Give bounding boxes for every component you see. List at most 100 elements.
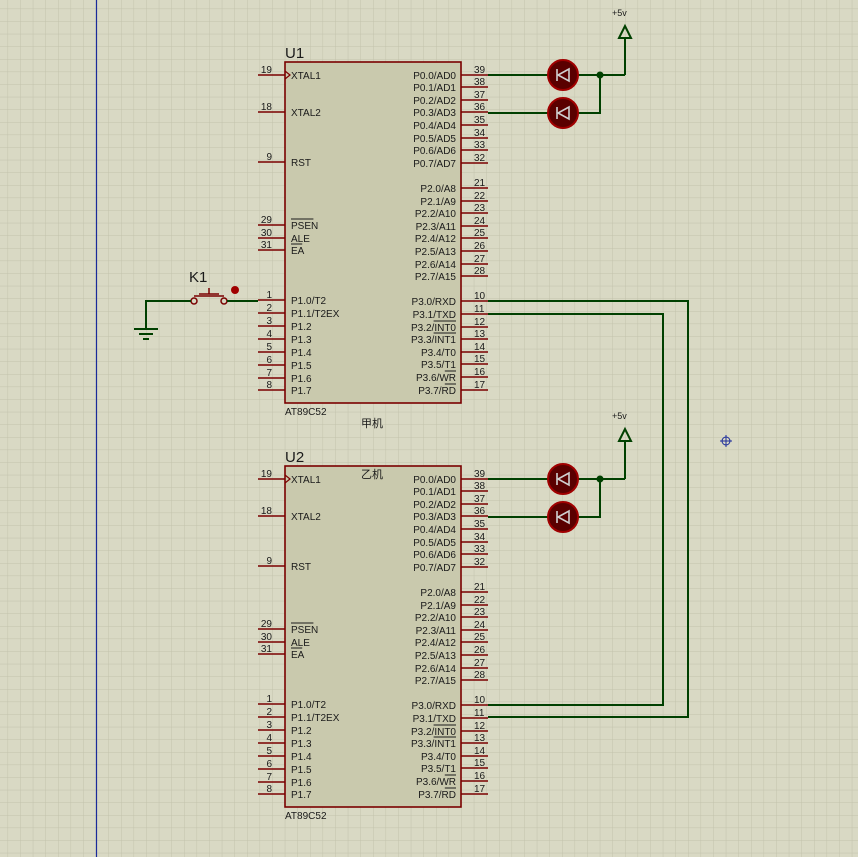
pin-number: 25 bbox=[474, 632, 486, 643]
pin-3[interactable]: 3P1.2 bbox=[258, 316, 312, 333]
pin-number: 12 bbox=[474, 317, 486, 328]
chip-ref: U1 bbox=[285, 45, 304, 62]
pin-1[interactable]: 1P1.0/T2 bbox=[258, 694, 326, 711]
pin-number: 3 bbox=[266, 720, 272, 731]
pin-7[interactable]: 7P1.6 bbox=[258, 772, 312, 789]
pin-name: P3.2/INT0 bbox=[411, 323, 456, 334]
pin-name: P1.1/T2EX bbox=[291, 309, 340, 320]
chip-u2[interactable]: U2AT89C52乙机19XTAL118XTAL29RST29PSEN30ALE… bbox=[258, 449, 488, 822]
led-d2[interactable] bbox=[547, 97, 579, 129]
pin-4[interactable]: 4P1.3 bbox=[258, 329, 312, 346]
led-d4[interactable] bbox=[547, 501, 579, 533]
power-terminal-2[interactable]: +5v bbox=[612, 411, 633, 479]
pin-number: 25 bbox=[474, 228, 486, 239]
pin-number: 18 bbox=[261, 102, 273, 113]
led-d3[interactable] bbox=[547, 463, 579, 495]
pin-number: 14 bbox=[474, 746, 486, 757]
chip-u1[interactable]: U1AT89C52甲机19XTAL118XTAL29RST29PSEN30ALE… bbox=[258, 45, 488, 430]
pin-name: RST bbox=[291, 158, 311, 169]
pin-name: P3.2/INT0 bbox=[411, 727, 456, 738]
switch-k1[interactable]: K1 bbox=[145, 269, 258, 329]
pin-2[interactable]: 2P1.1/T2EX bbox=[258, 303, 340, 320]
pin-5[interactable]: 5P1.4 bbox=[258, 342, 312, 359]
pin-5[interactable]: 5P1.4 bbox=[258, 746, 312, 763]
pin-1[interactable]: 1P1.0/T2 bbox=[258, 290, 326, 307]
power-terminal-1[interactable]: +5v bbox=[612, 8, 633, 75]
chip-body bbox=[284, 61, 462, 404]
pin-3[interactable]: 3P1.2 bbox=[258, 720, 312, 737]
pin-8[interactable]: 8P1.7 bbox=[258, 784, 312, 801]
pin-6[interactable]: 6P1.5 bbox=[258, 355, 312, 372]
pin-6[interactable]: 6P1.5 bbox=[258, 759, 312, 776]
pin-7[interactable]: 7P1.6 bbox=[258, 368, 312, 385]
pin-name: P2.7/A15 bbox=[415, 272, 457, 283]
pin-2[interactable]: 2P1.1/T2EX bbox=[258, 707, 340, 724]
pin-4[interactable]: 4P1.3 bbox=[258, 733, 312, 750]
pin-name: P2.6/A14 bbox=[415, 260, 457, 271]
led-d1[interactable] bbox=[547, 59, 579, 91]
pin-8[interactable]: 8P1.7 bbox=[258, 380, 312, 397]
